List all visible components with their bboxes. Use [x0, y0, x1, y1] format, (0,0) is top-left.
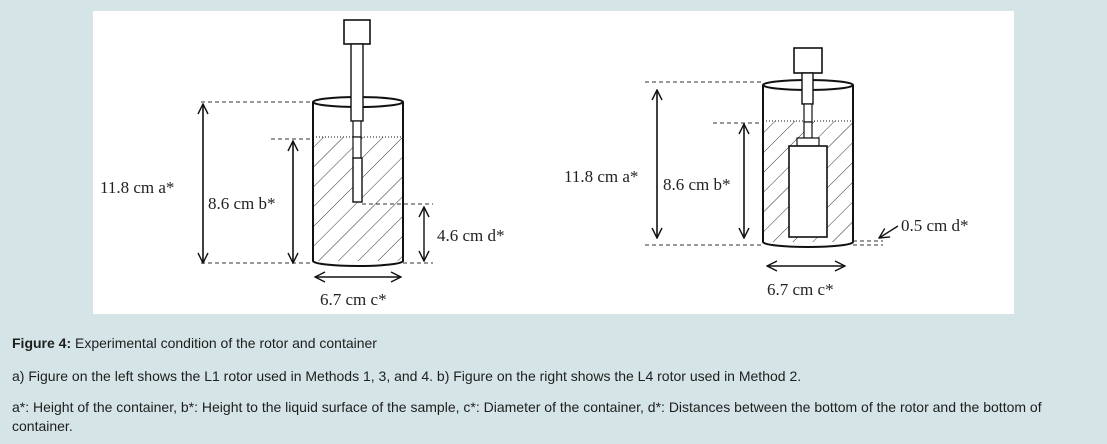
left-diameter-label: 6.7 cm c* [320, 290, 387, 309]
left-rotor [343, 19, 371, 203]
right-gap-pointer [879, 225, 899, 238]
left-setup: 11.8 cm a* 8.6 cm b* 4.6 cm d* 6.7 cm c* [100, 19, 505, 309]
figure-number: Figure 4: [12, 335, 72, 351]
caption-line-b: a*: Height of the container, b*: Height … [12, 399, 1042, 434]
right-liquid-label: 8.6 cm b* [663, 175, 731, 194]
right-diameter-label: 6.7 cm c* [767, 280, 834, 299]
left-height-label: 11.8 cm a* [100, 178, 174, 197]
figure-caption-title: Figure 4: Experimental condition of the … [12, 334, 1102, 353]
right-gap-label: 0.5 cm d* [901, 216, 969, 235]
left-liquid-label: 8.6 cm b* [208, 194, 276, 213]
right-height-label: 11.8 cm a* [564, 167, 638, 186]
rotor-container-diagram: 11.8 cm a* 8.6 cm b* 4.6 cm d* 6.7 cm c* [100, 19, 969, 309]
right-setup: 11.8 cm a* 8.6 cm b* 0.5 cm d* 6.7 cm c* [564, 47, 969, 299]
figure-panel: 11.8 cm a* 8.6 cm b* 4.6 cm d* 6.7 cm c* [93, 11, 1014, 314]
right-rotor [788, 47, 828, 238]
figure-title: Experimental condition of the rotor and … [71, 335, 377, 351]
left-gap-label: 4.6 cm d* [437, 226, 505, 245]
caption-line-a: a) Figure on the left shows the L1 rotor… [12, 368, 802, 384]
